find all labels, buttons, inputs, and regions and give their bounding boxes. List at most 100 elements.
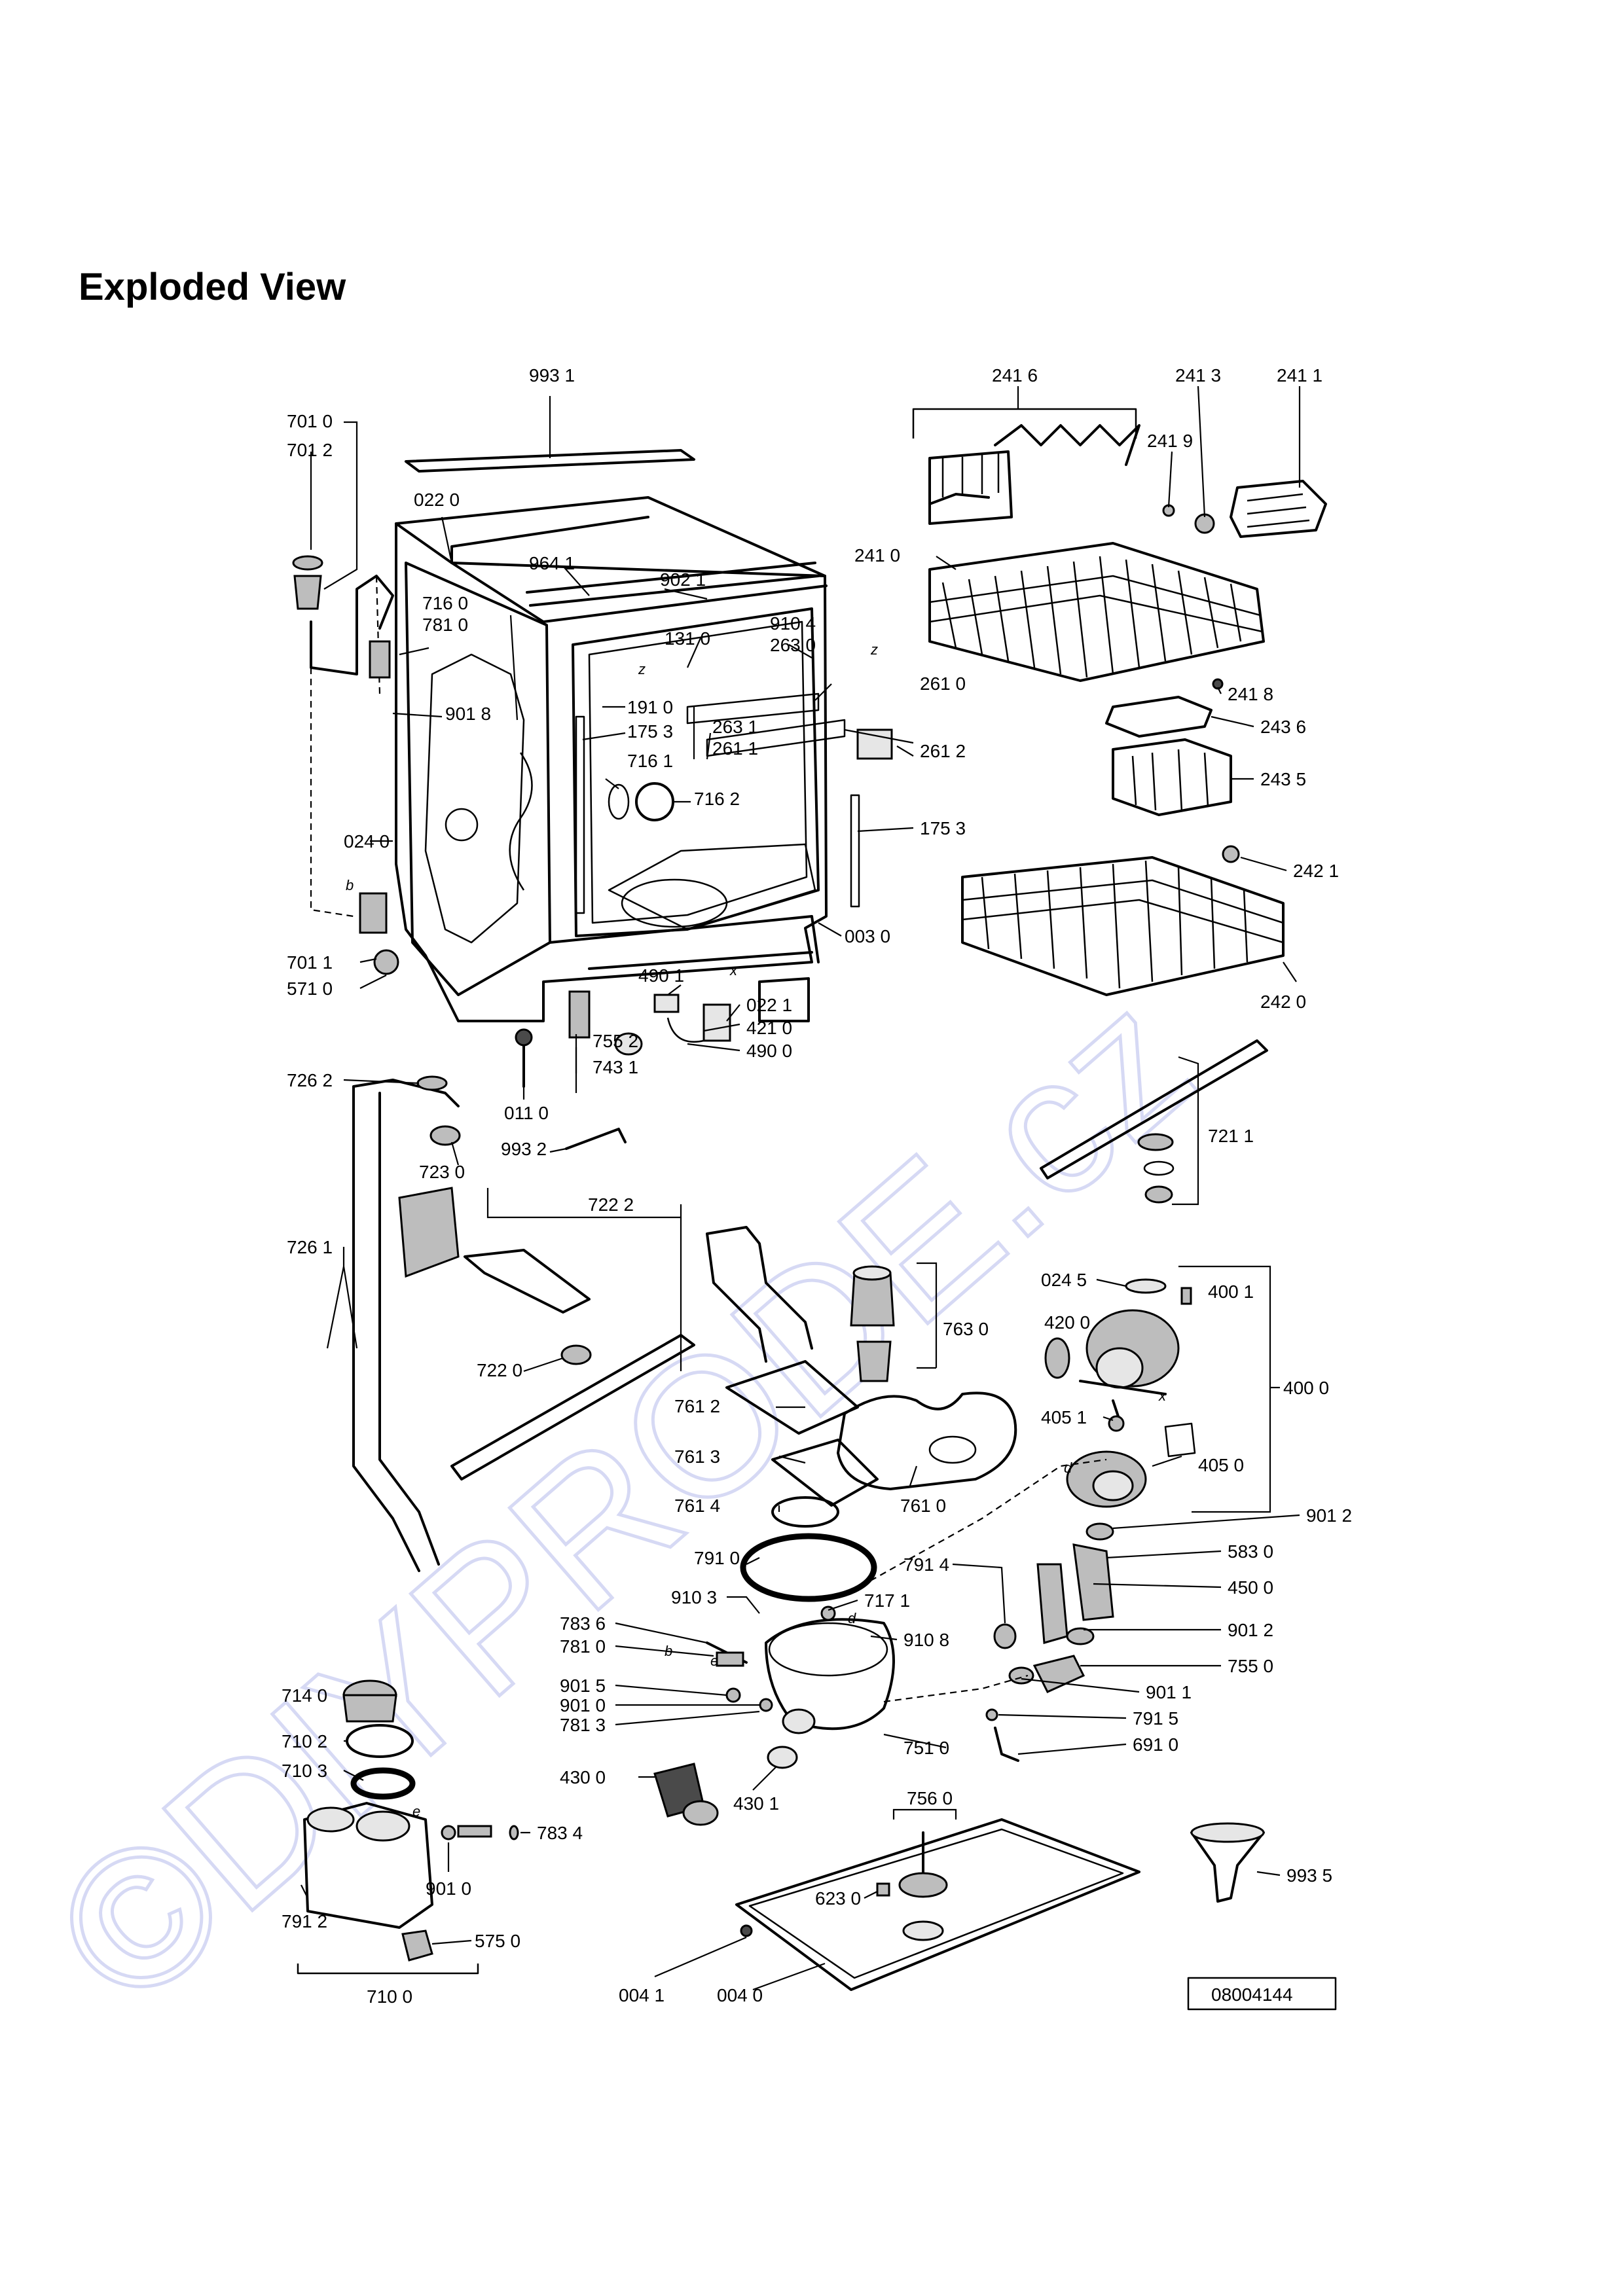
upper-basket-bracket-line [912,408,1137,439]
leader-lines [301,386,1301,1991]
nut-723-0 [429,1125,461,1146]
label-716-2: 716 2 [694,789,740,809]
filter-cylinder-763 [850,1272,895,1327]
ref-letter-z-left: z [638,661,646,677]
page-title: Exploded View [79,266,346,308]
float-top [898,1872,948,1898]
label-450-0: 450 0 [1228,1577,1273,1598]
inlet-hose-dashed [310,575,381,918]
ref-letter-e-softener: e [412,1803,420,1820]
ref-letter-x-pump: x [1158,1388,1167,1404]
label-756-0: 756 0 [907,1788,953,1808]
label-726-1: 726 1 [287,1237,333,1257]
part-791-5 [985,1708,998,1721]
label-691-0: 691 0 [1133,1734,1178,1755]
seal-791-0 [740,1533,877,1602]
upper-basket-grid [929,556,1263,678]
label-575-0: 575 0 [475,1931,520,1951]
label-011-0: 011 0 [504,1103,549,1123]
spray-arm-721-base [1144,1185,1173,1204]
cutlery-tray-slats [1247,493,1310,528]
label-726-2: 726 2 [287,1070,333,1090]
funnel-rim [1190,1822,1265,1843]
clamp-901-2-top [1085,1522,1114,1541]
label-263-1: 263 1 [712,717,758,737]
seal-726-2 [416,1075,448,1091]
funnel-993-5 [1190,1831,1265,1903]
drawing-number-frame [1187,1977,1337,2011]
label-791-2: 791 2 [282,1911,327,1931]
sensor-490-0 [614,1032,643,1056]
vent-ring [608,783,630,820]
hose-fitting [293,575,322,610]
label-701-0: 701 0 [287,411,333,431]
label-751-0: 751 0 [903,1738,949,1758]
label-490-1: 490 1 [638,965,684,986]
label-701-1: 701 1 [287,952,333,973]
filter-cup-763 [856,1340,892,1382]
side-strip-right [850,794,860,908]
label-261-0: 261 0 [920,673,966,694]
supply-pipe-726-1 [352,1079,460,1572]
sump-group [653,1226,1196,1826]
label-490-0: 490 0 [746,1041,792,1061]
label-901-1: 901 1 [1146,1682,1192,1702]
ref-letter-x-base: x [729,962,738,978]
motor-face [1095,1347,1144,1389]
label-910-8: 910 8 [903,1630,949,1650]
stop-241-8 [1212,678,1224,690]
cutlery-basket-lid [1105,696,1213,738]
base-pan-inner [748,1828,1124,1979]
clamp-901-1 [1008,1666,1034,1685]
label-241-6: 241 6 [992,365,1038,386]
label-902-1: 902 1 [660,569,706,590]
door-rails [686,692,846,757]
spray-arm-721-ring [1143,1160,1175,1176]
label-243-6: 243 6 [1260,717,1306,737]
sensor-691-0 [994,1727,1019,1762]
side-strip-left [575,715,585,914]
clip-901-0 [441,1825,456,1840]
hose-783-4 [457,1825,492,1838]
drawing-number-box: 08004144 [1187,1977,1337,2011]
sensor-490-1 [653,994,680,1013]
label-405-0: 405 0 [1198,1455,1244,1475]
clip-783-4-end [509,1825,519,1840]
ref-letter-d-pump: d [1064,1460,1072,1476]
label-791-0: 791 0 [694,1548,740,1568]
label-993-5: 993 5 [1286,1865,1332,1886]
label-755-0: 755 0 [1228,1656,1273,1676]
label-241-1: 241 1 [1277,365,1322,386]
seal-761-4 [771,1496,839,1528]
label-623-0: 623 0 [815,1888,861,1909]
label-993-2: 993 2 [501,1139,547,1159]
label-242-0: 242 0 [1260,992,1306,1012]
basket-wheel-242-1 [1222,845,1240,863]
label-243-5: 243 5 [1260,769,1306,789]
ref-letter-d-sump: d [848,1610,856,1626]
supply-pipe-761 [706,1226,813,1363]
label-717-1: 717 1 [864,1590,910,1611]
tine-rack [928,424,1140,505]
flat-filter-hole [928,1435,977,1464]
label-571-0: 571 0 [287,978,333,999]
capacitor-420 [1044,1337,1070,1379]
label-901-5: 901 5 [560,1676,606,1696]
side-insulation [424,653,525,944]
callout-labels: 993 1 701 0 701 2 022 0 964 1 902 1 716 … [282,365,1352,2007]
wrench-993-2 [565,1128,627,1150]
label-583-0: 583 0 [1228,1541,1273,1562]
sump-seal-430-1 [767,1746,798,1769]
watermark: ©DIYPRODE.cz [14,949,1231,2047]
label-722-0: 722 0 [477,1360,522,1380]
sump-body-751 [765,1618,895,1731]
drawing-number: 08004144 [1211,1984,1293,2005]
spray-arm-group [352,1039,1268,1572]
sump-rim [768,1622,888,1677]
label-901-8: 901 8 [445,704,491,724]
label-261-2: 261 2 [920,741,966,761]
clip-rack [928,450,1013,525]
sensor-cable [666,1017,704,1043]
label-761-2: 761 2 [674,1396,720,1416]
